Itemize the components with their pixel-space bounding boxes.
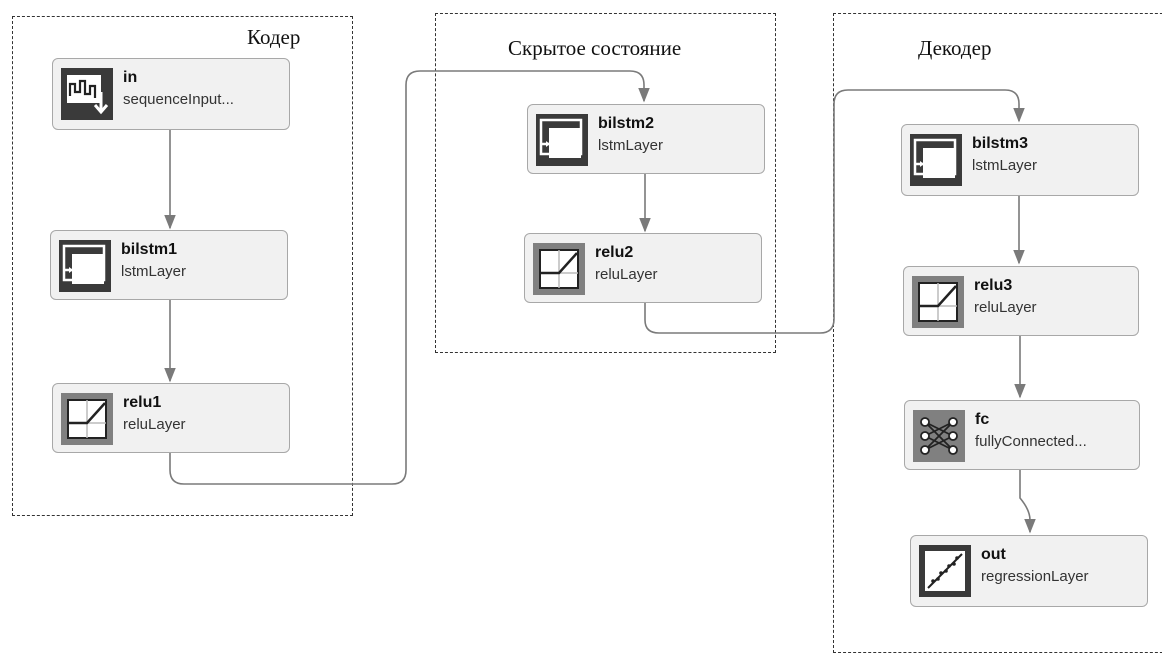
layer-node-in[interactable]: in sequenceInput... [52,58,290,130]
layer-name: bilstm2 [598,115,655,132]
encoder-group-title: Кодер [247,25,301,49]
layer-node-relu3[interactable]: relu3 reluLayer [903,266,1139,336]
lstm-icon [536,114,588,166]
layer-name: out [981,546,1006,563]
connections-layer [164,70,1036,534]
encoder-group: Кодер [12,16,353,516]
layer-node-bilstm3[interactable]: bilstm3 lstmLayer [901,124,1139,196]
layer-type: lstmLayer [121,263,187,280]
layer-node-bilstm1[interactable]: bilstm1 lstmLayer [50,230,288,300]
layer-type: sequenceInput... [123,91,234,108]
regression-icon [919,545,971,597]
layer-name: relu2 [595,244,634,261]
network-diagram: Кодер Скрытое состояние Декодер [12,13,1162,653]
relu-icon [61,393,113,445]
sequence-input-icon [61,68,113,120]
layer-node-bilstm2[interactable]: bilstm2 lstmLayer [527,104,765,174]
layer-name: relu3 [974,277,1013,294]
layer-name: in [123,69,138,86]
layer-type: reluLayer [595,266,658,283]
lstm-icon [910,134,962,186]
layer-type: lstmLayer [598,137,664,154]
layer-type: lstmLayer [972,157,1038,174]
layer-node-out[interactable]: out regressionLayer [910,535,1148,607]
layer-node-fc[interactable]: fc fullyConnected... [904,400,1140,470]
latent-group: Скрытое состояние [435,13,776,353]
layer-node-relu1[interactable]: relu1 reluLayer [52,383,290,453]
relu-icon [912,276,964,328]
layer-name: fc [975,411,990,428]
layer-type: fullyConnected... [975,433,1087,450]
latent-group-title: Скрытое состояние [508,36,682,60]
lstm-icon [59,240,111,292]
layer-name: bilstm3 [972,135,1029,152]
layer-type: reluLayer [974,299,1037,316]
layer-type: regressionLayer [981,568,1089,585]
edge-fc-out [1019,470,1036,534]
layer-node-relu2[interactable]: relu2 reluLayer [524,233,762,303]
layer-name: relu1 [123,394,162,411]
layer-name: bilstm1 [121,241,178,258]
decoder-group-title: Декодер [918,36,992,60]
edge-relu2-bilstm3 [644,89,1025,334]
layer-type: reluLayer [123,416,186,433]
fully-connected-icon [913,410,965,462]
relu-icon [533,243,585,295]
edge-relu1-bilstm2 [169,70,650,485]
